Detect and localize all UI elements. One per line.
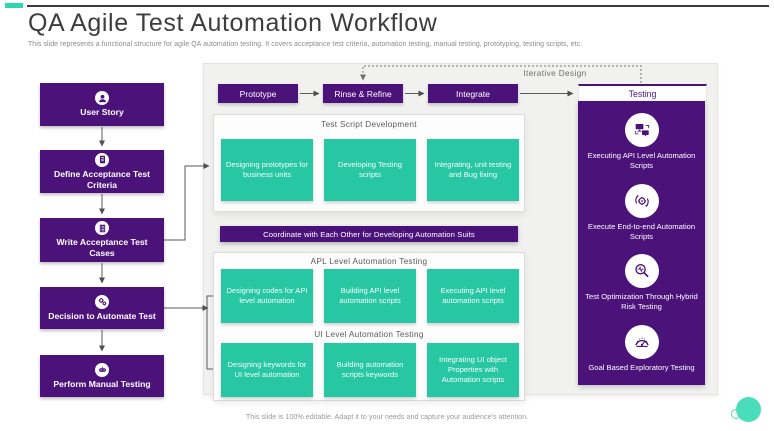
- ui-card-designing-keywords: Designing keywords for UI level automati…: [221, 343, 313, 397]
- step-define-acceptance-criteria: Define Acceptance Test Criteria: [40, 150, 164, 193]
- api-section-title: APL Level Automation Testing: [310, 257, 428, 266]
- document-icon: [95, 152, 109, 167]
- testing-item-label: Executing API Level Automation Scripts: [587, 151, 696, 171]
- flow-label: Rinse & Refine: [334, 88, 392, 99]
- step-perform-manual-testing: Perform Manual Testing: [40, 355, 164, 397]
- search-pulse-icon: [624, 254, 659, 289]
- testing-panel: Executing API Level Automation Scripts E…: [578, 101, 705, 385]
- checklist-icon: [95, 221, 109, 236]
- flow-label: Integrate: [456, 88, 490, 99]
- testing-item-test-optimization: Test Optimization Through Hybrid Risk Te…: [583, 254, 701, 313]
- testing-column-header: Testing: [578, 84, 707, 102]
- step-label: Perform Manual Testing: [53, 378, 151, 389]
- gauge-icon: [624, 324, 659, 359]
- section-title: Test Script Development: [321, 120, 417, 129]
- step-label: Define Acceptance Test Criteria: [54, 168, 150, 190]
- testing-item-label: Goal Based Exploratory Testing: [588, 362, 695, 372]
- testing-item-exploratory: Goal Based Exploratory Testing: [583, 324, 701, 373]
- step-label: Decision to Automate Test: [48, 310, 156, 321]
- top-rule: [27, 5, 769, 7]
- step-label: User Story: [80, 107, 124, 118]
- tsd-card-developing-scripts: Developing Testing scripts: [324, 139, 416, 201]
- step-label: Write Acceptance Test Cases: [56, 237, 148, 258]
- gear-sync-icon: [624, 183, 659, 218]
- testing-item-label: Test Optimization Through Hybrid Risk Te…: [585, 292, 698, 312]
- api-card-building-scripts: Building API level automation scripts: [324, 269, 416, 323]
- teal-ring-decoration: [731, 409, 741, 419]
- flow-label: Prototype: [239, 88, 277, 99]
- monitors-icon: [624, 113, 659, 148]
- testing-item-api-scripts: Executing API Level Automation Scripts: [583, 113, 701, 172]
- page-subtitle: This slide represents a functional struc…: [28, 41, 583, 48]
- step-decision-to-automate: Decision to Automate Test: [40, 287, 164, 329]
- ui-card-integrating-properties: Integrating UI object Properties with Au…: [427, 343, 519, 397]
- flow-box-integrate: Integrate: [428, 84, 518, 103]
- gears-icon: [95, 294, 109, 309]
- tsd-card-designing-prototypes: Designing prototypes for business units: [221, 139, 313, 201]
- iterative-design-label: Iterative Design: [523, 69, 587, 78]
- testing-item-end-to-end: Execute End-to-end Automation Scripts: [583, 183, 701, 243]
- manual-testing-icon: [95, 362, 109, 377]
- step-write-acceptance-cases: Write Acceptance Test Cases: [40, 218, 164, 262]
- api-card-executing-scripts: Executing API level automation scripts: [427, 269, 519, 323]
- section-test-script-development: Test Script Development Designing protot…: [213, 114, 525, 212]
- footer-note: This slide is 100% editable. Adapt it to…: [245, 412, 529, 421]
- testing-item-label: Execute End-to-end Automation Scripts: [587, 221, 696, 241]
- teal-circle-decoration: [736, 397, 761, 422]
- ui-section-title: UI Level Automation Testing: [314, 330, 424, 339]
- section-automation-testing: APL Level Automation Testing Designing c…: [213, 252, 525, 401]
- user-icon: [95, 91, 109, 106]
- tsd-card-integrating-testing: Integrating, unit testing and Bug fixing: [427, 139, 519, 201]
- flow-box-prototype: Prototype: [218, 84, 298, 103]
- ui-card-building-keywords: Building automation scripts keywords: [324, 343, 416, 397]
- coordinate-bar: Coordinate with Each Other for Developin…: [220, 226, 518, 242]
- step-user-story: User Story: [40, 83, 164, 126]
- api-card-designing-codes: Designing codes for API level automation: [221, 269, 313, 323]
- page-title: QA Agile Test Automation Workflow: [28, 9, 438, 37]
- accent-bar: [5, 3, 23, 8]
- flow-box-rinse-refine: Rinse & Refine: [323, 84, 403, 103]
- testing-header-label: Testing: [628, 88, 657, 99]
